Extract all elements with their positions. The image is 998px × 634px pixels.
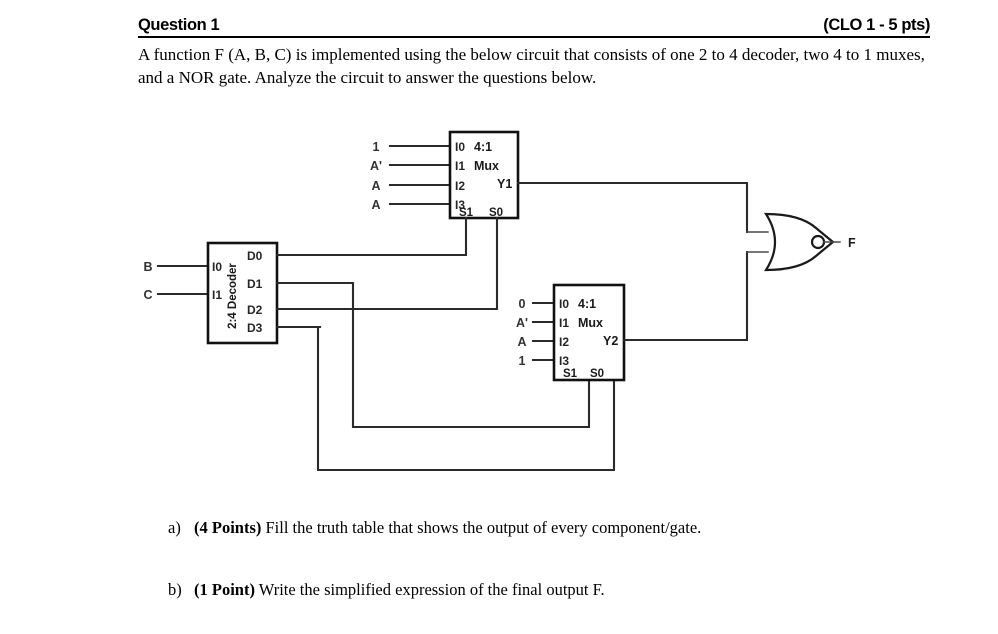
mux-top-pin-i3: I3: [455, 198, 465, 212]
mux-top-input-label-1: A': [370, 159, 382, 173]
mux-top-pin-i2: I2: [455, 179, 465, 193]
page-title: Question 1: [138, 16, 220, 34]
mux-bottom-title: 4:1: [578, 297, 596, 311]
decoder-input-label-b: B: [143, 260, 152, 274]
mux-top-subtitle: Mux: [474, 159, 499, 173]
wire-d0-to-mux-top-s1: [279, 216, 468, 257]
decoder-output-d3: D3: [247, 321, 263, 335]
wire-y1-to-nor: [516, 181, 749, 234]
mux-bottom-subtitle: Mux: [578, 316, 603, 330]
question-a-marker: a): [168, 518, 181, 537]
clo-points-label: (CLO 1 - 5 pts): [823, 16, 930, 34]
nor-gate: F: [746, 212, 856, 272]
mux-bottom-input-label-2: A: [517, 335, 526, 349]
mux-top-select-s0: S0: [489, 207, 503, 219]
mux-top-input-label-3: A: [371, 198, 380, 212]
mux-bottom-input-label-1: A': [516, 316, 528, 330]
mux-top-output-label: Y1: [497, 177, 512, 191]
question-b-points: (1 Point): [194, 580, 255, 599]
mux-top-title: 4:1: [474, 140, 492, 154]
question-b-text: Write the simplified expression of the f…: [258, 580, 605, 599]
question-a-text: Fill the truth table that shows the outp…: [265, 518, 702, 537]
question-b: b) (1 Point) Write the simplified expres…: [168, 580, 605, 600]
mux-top-input-label-2: A: [371, 179, 380, 193]
decoder-label: 2:4 Decoder: [227, 263, 239, 329]
mux-bottom-input-label-3: 1: [519, 354, 526, 368]
decoder-pin-i0: I0: [212, 260, 222, 274]
intro-paragraph: A function F (A, B, C) is implemented us…: [138, 45, 925, 87]
mux-bottom-pin-i2: I2: [559, 335, 569, 349]
decoder-input-label-c: C: [143, 288, 152, 302]
mux-top-body: [448, 130, 520, 220]
decoder-output-d2: D2: [247, 303, 263, 317]
mux-bottom-pin-i1: I1: [559, 316, 569, 330]
mux-top-input-label-0: 1: [373, 140, 380, 154]
decoder-output-d1: D1: [247, 277, 263, 291]
mux-bottom-select-s1: S1: [563, 368, 578, 380]
mux-bottom-input-label-0: 0: [519, 297, 526, 311]
question-a-points: (4 Points): [194, 518, 262, 537]
wire-d1-to-mux-bottom-s1: [279, 281, 591, 429]
wire-d3-to-mux-bottom-s0: [279, 325, 616, 472]
mux-top-pin-i0: I0: [455, 140, 465, 154]
question-b-marker: b): [168, 580, 182, 599]
decoder-input-wires: [156, 264, 210, 296]
mux-bottom-select-s0: S0: [590, 368, 604, 380]
mux-top-input-wires: [388, 144, 452, 206]
mux-bottom-output-label: Y2: [603, 334, 618, 348]
mux-top-select-s1: S1: [459, 207, 474, 219]
mux-bottom-input-wires: [531, 301, 556, 362]
mux-bottom-pin-i0: I0: [559, 297, 569, 311]
decoder-output-d0: D0: [247, 249, 263, 263]
mux-top-pin-i1: I1: [455, 159, 465, 173]
decoder-body: [206, 241, 279, 345]
mux-bottom-body: [552, 283, 626, 382]
wire-y2-to-nor: [622, 250, 749, 342]
decoder-pin-i1: I1: [212, 288, 222, 302]
nor-output-label: F: [848, 236, 856, 250]
wire-d2-to-mux-top-s0: [279, 216, 499, 311]
question-a: a) (4 Points) Fill the truth table that …: [168, 518, 701, 538]
mux-bottom-pin-i3: I3: [559, 354, 569, 368]
question-header: Question 1 (CLO 1 - 5 pts): [138, 16, 930, 38]
